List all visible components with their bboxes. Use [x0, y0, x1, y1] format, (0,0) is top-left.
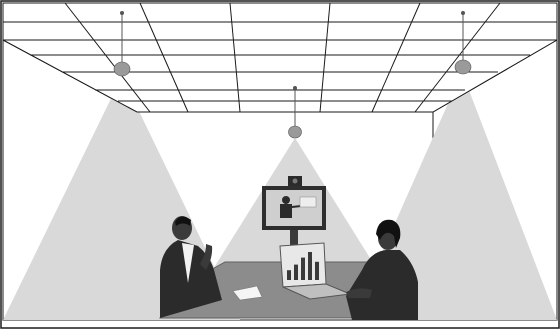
laptop-bar [308, 252, 312, 280]
laptop-bar [315, 262, 319, 280]
laptop-bar [287, 270, 291, 280]
camera-icon [288, 176, 302, 186]
laptop-bar [294, 265, 298, 280]
laptop-bar [301, 258, 305, 280]
